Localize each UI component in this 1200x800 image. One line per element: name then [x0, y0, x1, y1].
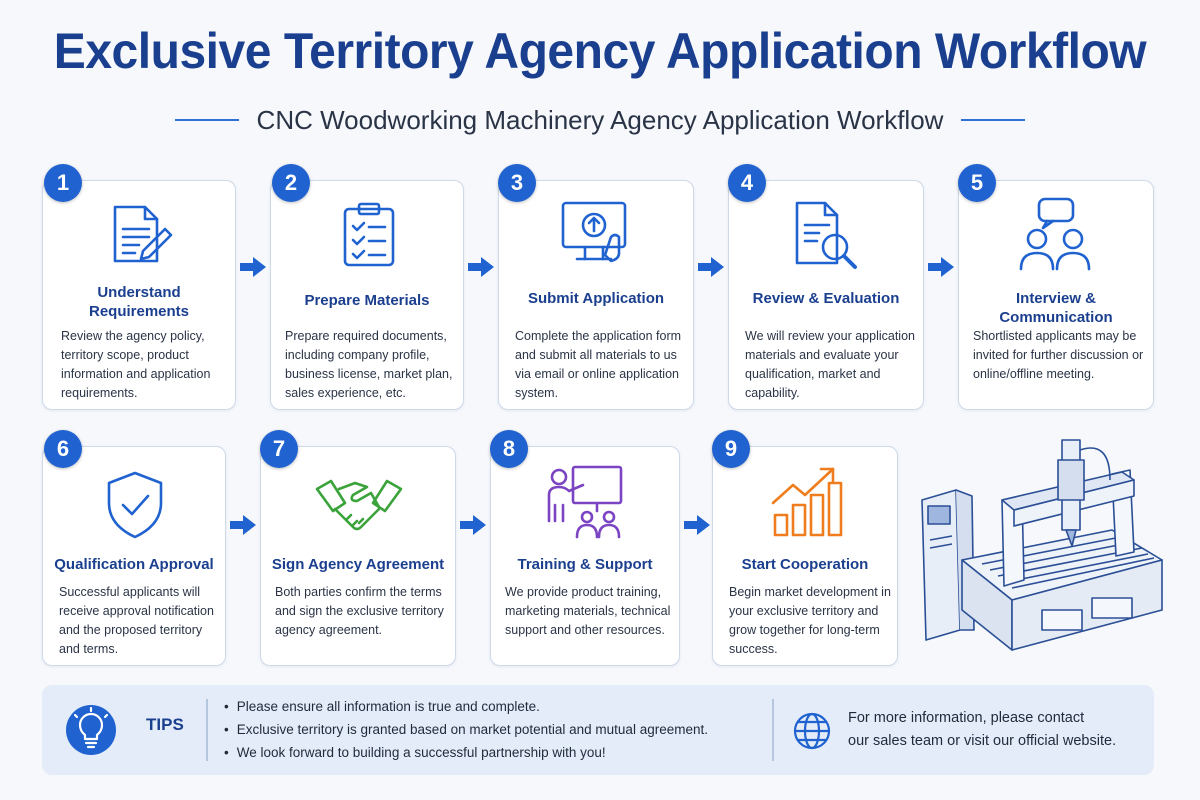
step-card-9: Start Cooperation Begin market developme… — [712, 446, 898, 666]
arrow-right-icon — [240, 257, 266, 277]
subtitle-line-left — [174, 119, 239, 121]
arrow-right-icon — [460, 515, 486, 535]
arrow-right-icon — [468, 257, 494, 277]
arrow-right-icon — [684, 515, 710, 535]
document-search-icon — [795, 201, 857, 269]
step-card-2: Prepare Materials Prepare required docum… — [270, 180, 464, 410]
list-item: Please ensure all information is true an… — [224, 695, 708, 718]
step-title-2: Prepare Materials — [304, 292, 430, 309]
step-badge-1: 1 — [44, 164, 82, 202]
contact-divider — [772, 699, 774, 761]
step-desc-8: We provide product training, marketing m… — [505, 585, 671, 637]
arrow-right-icon — [230, 515, 256, 535]
people-chat-icon — [1019, 197, 1091, 271]
step-title-8: Training & Support — [517, 556, 653, 573]
step-card-1: Understand Requirements Review the agenc… — [42, 180, 236, 410]
arrow-right-icon — [928, 257, 954, 277]
step-card-8: Training & Support We provide product tr… — [490, 446, 680, 666]
step-desc-7: Both parties confirm the terms and sign … — [275, 585, 444, 637]
step-desc-2: Prepare required documents, including co… — [285, 329, 453, 400]
tips-list: Please ensure all information is true an… — [224, 695, 708, 764]
shield-check-icon — [107, 471, 163, 539]
contact-line: our sales team or visit our official web… — [848, 733, 1117, 749]
monitor-upload-icon — [561, 201, 627, 263]
step-badge-8: 8 — [490, 430, 528, 468]
handshake-icon — [315, 479, 403, 531]
step-title-4: Review & Evaluation — [752, 290, 900, 307]
step-title-3: Submit Application — [527, 290, 665, 307]
step-title-1: Understand Requirements — [88, 284, 190, 320]
step-card-6: Qualification Approval Successful applic… — [42, 446, 226, 666]
growth-chart-icon — [771, 467, 843, 537]
tips-label: TIPS — [146, 715, 184, 734]
step-badge-3: 3 — [498, 164, 536, 202]
list-item: We look forward to building a successful… — [224, 741, 708, 764]
document-pen-icon — [113, 205, 173, 263]
list-item: Exclusive territory is granted based on … — [224, 718, 708, 741]
globe-icon — [793, 712, 831, 750]
step-desc-1: Review the agency policy, territory scop… — [61, 329, 211, 400]
tips-divider — [206, 699, 208, 761]
step-badge-6: 6 — [44, 430, 82, 468]
training-presenter-icon — [547, 465, 623, 539]
step-badge-7: 7 — [260, 430, 298, 468]
page-subtitle: CNC Woodworking Machinery Agency Applica… — [256, 104, 944, 135]
step-desc-4: We will review your application material… — [745, 329, 915, 400]
step-title-7: Sign Agency Agreement — [271, 556, 445, 573]
step-badge-4: 4 — [728, 164, 766, 202]
subtitle-line-right — [961, 119, 1026, 121]
step-card-5: Interview & Communication Shortlisted ap… — [958, 180, 1154, 410]
tips-icon-circle — [66, 705, 116, 755]
step-badge-9: 9 — [712, 430, 750, 468]
step-badge-2: 2 — [272, 164, 310, 202]
step-card-4: Review & Evaluation We will review your … — [728, 180, 924, 410]
step-title-9: Start Cooperation — [741, 556, 869, 573]
step-desc-3: Complete the application form and submit… — [515, 329, 682, 400]
tips-panel: TIPS Please ensure all information is tr… — [42, 685, 1154, 775]
lightbulb-icon — [73, 706, 109, 749]
step-badge-5: 5 — [958, 164, 996, 202]
step-desc-6: Successful applicants will receive appro… — [59, 585, 214, 656]
arrow-right-icon — [698, 257, 724, 277]
clipboard-checklist-icon — [343, 202, 395, 267]
step-title-6: Qualification Approval — [54, 556, 214, 573]
contact-line: For more information, please contact — [848, 710, 1085, 726]
step-card-7: Sign Agency Agreement Both parties confi… — [260, 446, 456, 666]
step-desc-9: Begin market development in your exclusi… — [729, 585, 891, 656]
step-card-3: Submit Application Complete the applicat… — [498, 180, 694, 410]
step-title-5: Interview & Communication — [999, 290, 1113, 326]
subtitle-row: CNC Woodworking Machinery Agency Applica… — [0, 100, 1200, 140]
contact-text: For more information, please contact our… — [848, 707, 1116, 753]
page-title: Exclusive Territory Agency Application W… — [53, 23, 1147, 79]
cnc-router-icon — [921, 439, 1163, 651]
step-desc-5: Shortlisted applicants may be invited fo… — [973, 329, 1144, 381]
